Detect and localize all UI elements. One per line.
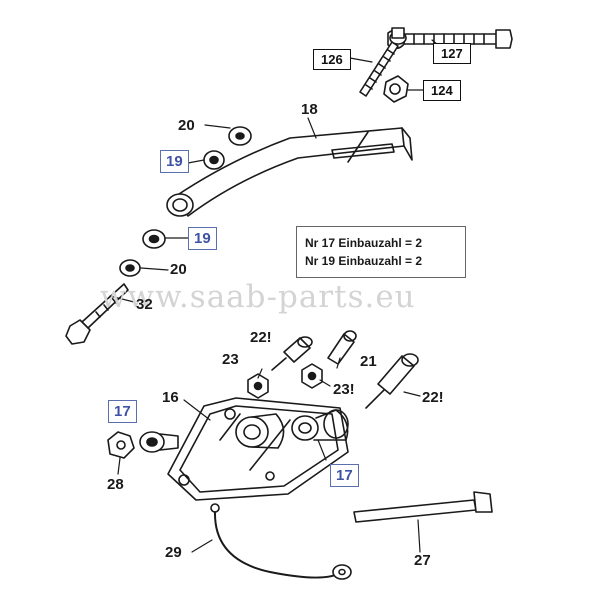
callout-18: 18 xyxy=(301,101,318,118)
ground-wire-29 xyxy=(210,503,352,580)
callout-32: 32 xyxy=(136,296,153,313)
callout-17-right: 17 xyxy=(330,464,359,487)
washer-20-lower xyxy=(119,259,141,277)
callout-19-lower: 19 xyxy=(188,227,217,250)
callout-16: 16 xyxy=(162,389,179,406)
nut-124 xyxy=(383,75,409,103)
callout-19-upper: 19 xyxy=(160,150,189,173)
mount-bracket-16 xyxy=(167,397,349,501)
watermark-text: www.saab-parts.eu xyxy=(100,279,416,315)
nut-28 xyxy=(107,431,135,459)
callout-29: 29 xyxy=(165,544,182,561)
pin-22-upper xyxy=(271,336,313,371)
leader-lines xyxy=(109,39,439,553)
callout-127: 127 xyxy=(433,43,471,64)
callout-22-upper: 22! xyxy=(250,329,272,346)
callout-17-left: 17 xyxy=(108,400,137,423)
bolt-126 xyxy=(359,27,407,97)
nut-23-right xyxy=(301,363,323,389)
callout-20-lower: 20 xyxy=(170,261,187,278)
callout-20-upper: 20 xyxy=(178,117,195,134)
note-line-19: Nr 19 Einbauzahl = 2 xyxy=(305,254,423,268)
callout-22-right: 22! xyxy=(422,389,444,406)
bushing-17-left xyxy=(139,431,179,453)
callout-27: 27 xyxy=(414,552,431,569)
callout-23-right: 23! xyxy=(333,381,355,398)
bolt-32 xyxy=(65,283,129,345)
note-line-17: Nr 17 Einbauzahl = 2 xyxy=(305,236,423,250)
washer-20-upper xyxy=(228,126,252,146)
callout-126: 126 xyxy=(313,49,351,70)
nut-23-left xyxy=(247,373,269,399)
installation-note: Nr 17 Einbauzahl = 2 Nr 19 Einbauzahl = … xyxy=(296,226,466,278)
callout-23-left: 23 xyxy=(222,351,239,368)
callout-124: 124 xyxy=(423,80,461,101)
bushing-19-lower xyxy=(142,229,166,249)
bracket-arm-18 xyxy=(166,127,413,217)
callout-28: 28 xyxy=(107,476,124,493)
callout-21: 21 xyxy=(360,353,377,370)
bushing-19-upper xyxy=(203,150,225,170)
bolt-27 xyxy=(353,491,493,523)
pin-22-right xyxy=(365,353,419,409)
pin-21 xyxy=(327,330,357,365)
